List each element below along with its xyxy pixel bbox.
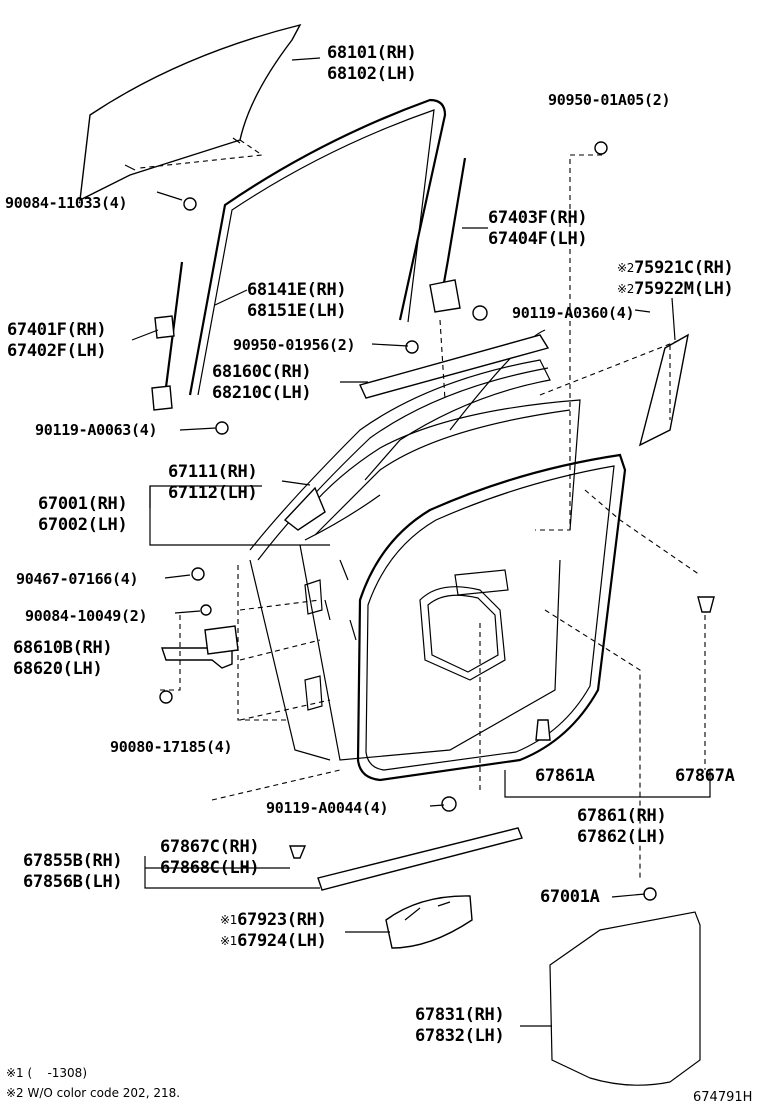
pad bbox=[385, 895, 473, 949]
front-channel bbox=[131, 261, 184, 411]
label-68610b: 68610B(RH) bbox=[13, 638, 113, 658]
label-68141e: 68141E(RH) bbox=[247, 280, 347, 300]
label-67001: 67001(RH) bbox=[38, 494, 128, 514]
label-67924: ※167924(LH) bbox=[220, 931, 327, 951]
label-90119-a0360: 90119-A0360(4) bbox=[512, 304, 635, 322]
label-90084-11033: 90084-11033(4) bbox=[5, 194, 128, 212]
lower-molding bbox=[317, 827, 523, 891]
label-90080-17185: 90080-17185(4) bbox=[110, 738, 233, 756]
label-68101: 68101(RH) bbox=[327, 43, 417, 63]
fasteners bbox=[159, 141, 715, 901]
inner-door bbox=[304, 559, 509, 711]
label-75921c: ※275921C(RH) bbox=[617, 258, 734, 278]
rear-channel bbox=[429, 157, 488, 313]
label-67831: 67831(RH) bbox=[415, 1005, 505, 1025]
note1-mark-67924: ※1 bbox=[220, 934, 238, 948]
glass-run bbox=[188, 98, 546, 431]
note2-mark: ※2 bbox=[617, 282, 635, 296]
label-90119-a0044: 90119-A0044(4) bbox=[266, 799, 389, 817]
label-67861: 67861(RH) bbox=[577, 806, 667, 826]
door-frame bbox=[249, 334, 581, 761]
label-75921c-text: 75921C(RH) bbox=[634, 258, 734, 278]
footnote-1: ※1 ( -1308) bbox=[6, 1066, 87, 1080]
label-90467-07166: 90467-07166(4) bbox=[16, 570, 139, 588]
label-67401f: 67401F(RH) bbox=[7, 320, 107, 340]
label-67868c: 67868C(LH) bbox=[160, 858, 260, 878]
label-67402f: 67402F(LH) bbox=[7, 341, 107, 361]
label-67001a: 67001A bbox=[540, 887, 600, 907]
label-67111: 67111(RH) bbox=[168, 462, 258, 482]
leader-lines bbox=[144, 154, 711, 1027]
label-67924-text: 67924(LH) bbox=[237, 931, 327, 951]
end-cover bbox=[638, 297, 689, 447]
label-67856b: 67856B(LH) bbox=[23, 872, 123, 892]
label-67923: ※167923(RH) bbox=[220, 910, 327, 930]
label-67112: 67112(LH) bbox=[168, 483, 258, 503]
reference-number: 674791H bbox=[693, 1090, 753, 1105]
label-68102: 68102(LH) bbox=[327, 64, 417, 84]
label-67002: 67002(LH) bbox=[38, 515, 128, 535]
label-90950-01a05: 90950-01A05(2) bbox=[548, 91, 671, 109]
label-68620: 68620(LH) bbox=[13, 659, 103, 679]
label-67861a: 67861A bbox=[535, 766, 595, 786]
label-67867c: 67867C(RH) bbox=[160, 837, 260, 857]
label-67832: 67832(LH) bbox=[415, 1026, 505, 1046]
label-67403f: 67403F(RH) bbox=[488, 208, 588, 228]
label-67855b: 67855B(RH) bbox=[23, 851, 123, 871]
door-weatherstrip bbox=[356, 453, 627, 782]
service-cover bbox=[549, 911, 701, 1086]
label-67867a: 67867A bbox=[675, 766, 735, 786]
note1-mark-67923: ※1 bbox=[220, 913, 238, 927]
footnote-2: ※2 W/O color code 202, 218. bbox=[6, 1086, 181, 1100]
label-67404f: 67404F(LH) bbox=[488, 229, 588, 249]
note1-mark: ※2 bbox=[617, 261, 635, 275]
label-75922m: ※275922M(LH) bbox=[617, 279, 734, 299]
label-68210c: 68210C(LH) bbox=[212, 383, 312, 403]
label-75922m-text: 75922M(LH) bbox=[634, 279, 734, 299]
label-68151e: 68151E(LH) bbox=[247, 301, 347, 321]
label-67862: 67862(LH) bbox=[577, 827, 667, 847]
label-90950-01956: 90950-01956(2) bbox=[233, 336, 356, 354]
label-90084-10049: 90084-10049(2) bbox=[25, 607, 148, 625]
door-check bbox=[161, 625, 239, 669]
door-glass bbox=[79, 23, 321, 202]
label-90119-a0063: 90119-A0063(4) bbox=[35, 421, 158, 439]
label-68160c: 68160C(RH) bbox=[212, 362, 312, 382]
label-67923-text: 67923(RH) bbox=[237, 910, 327, 930]
